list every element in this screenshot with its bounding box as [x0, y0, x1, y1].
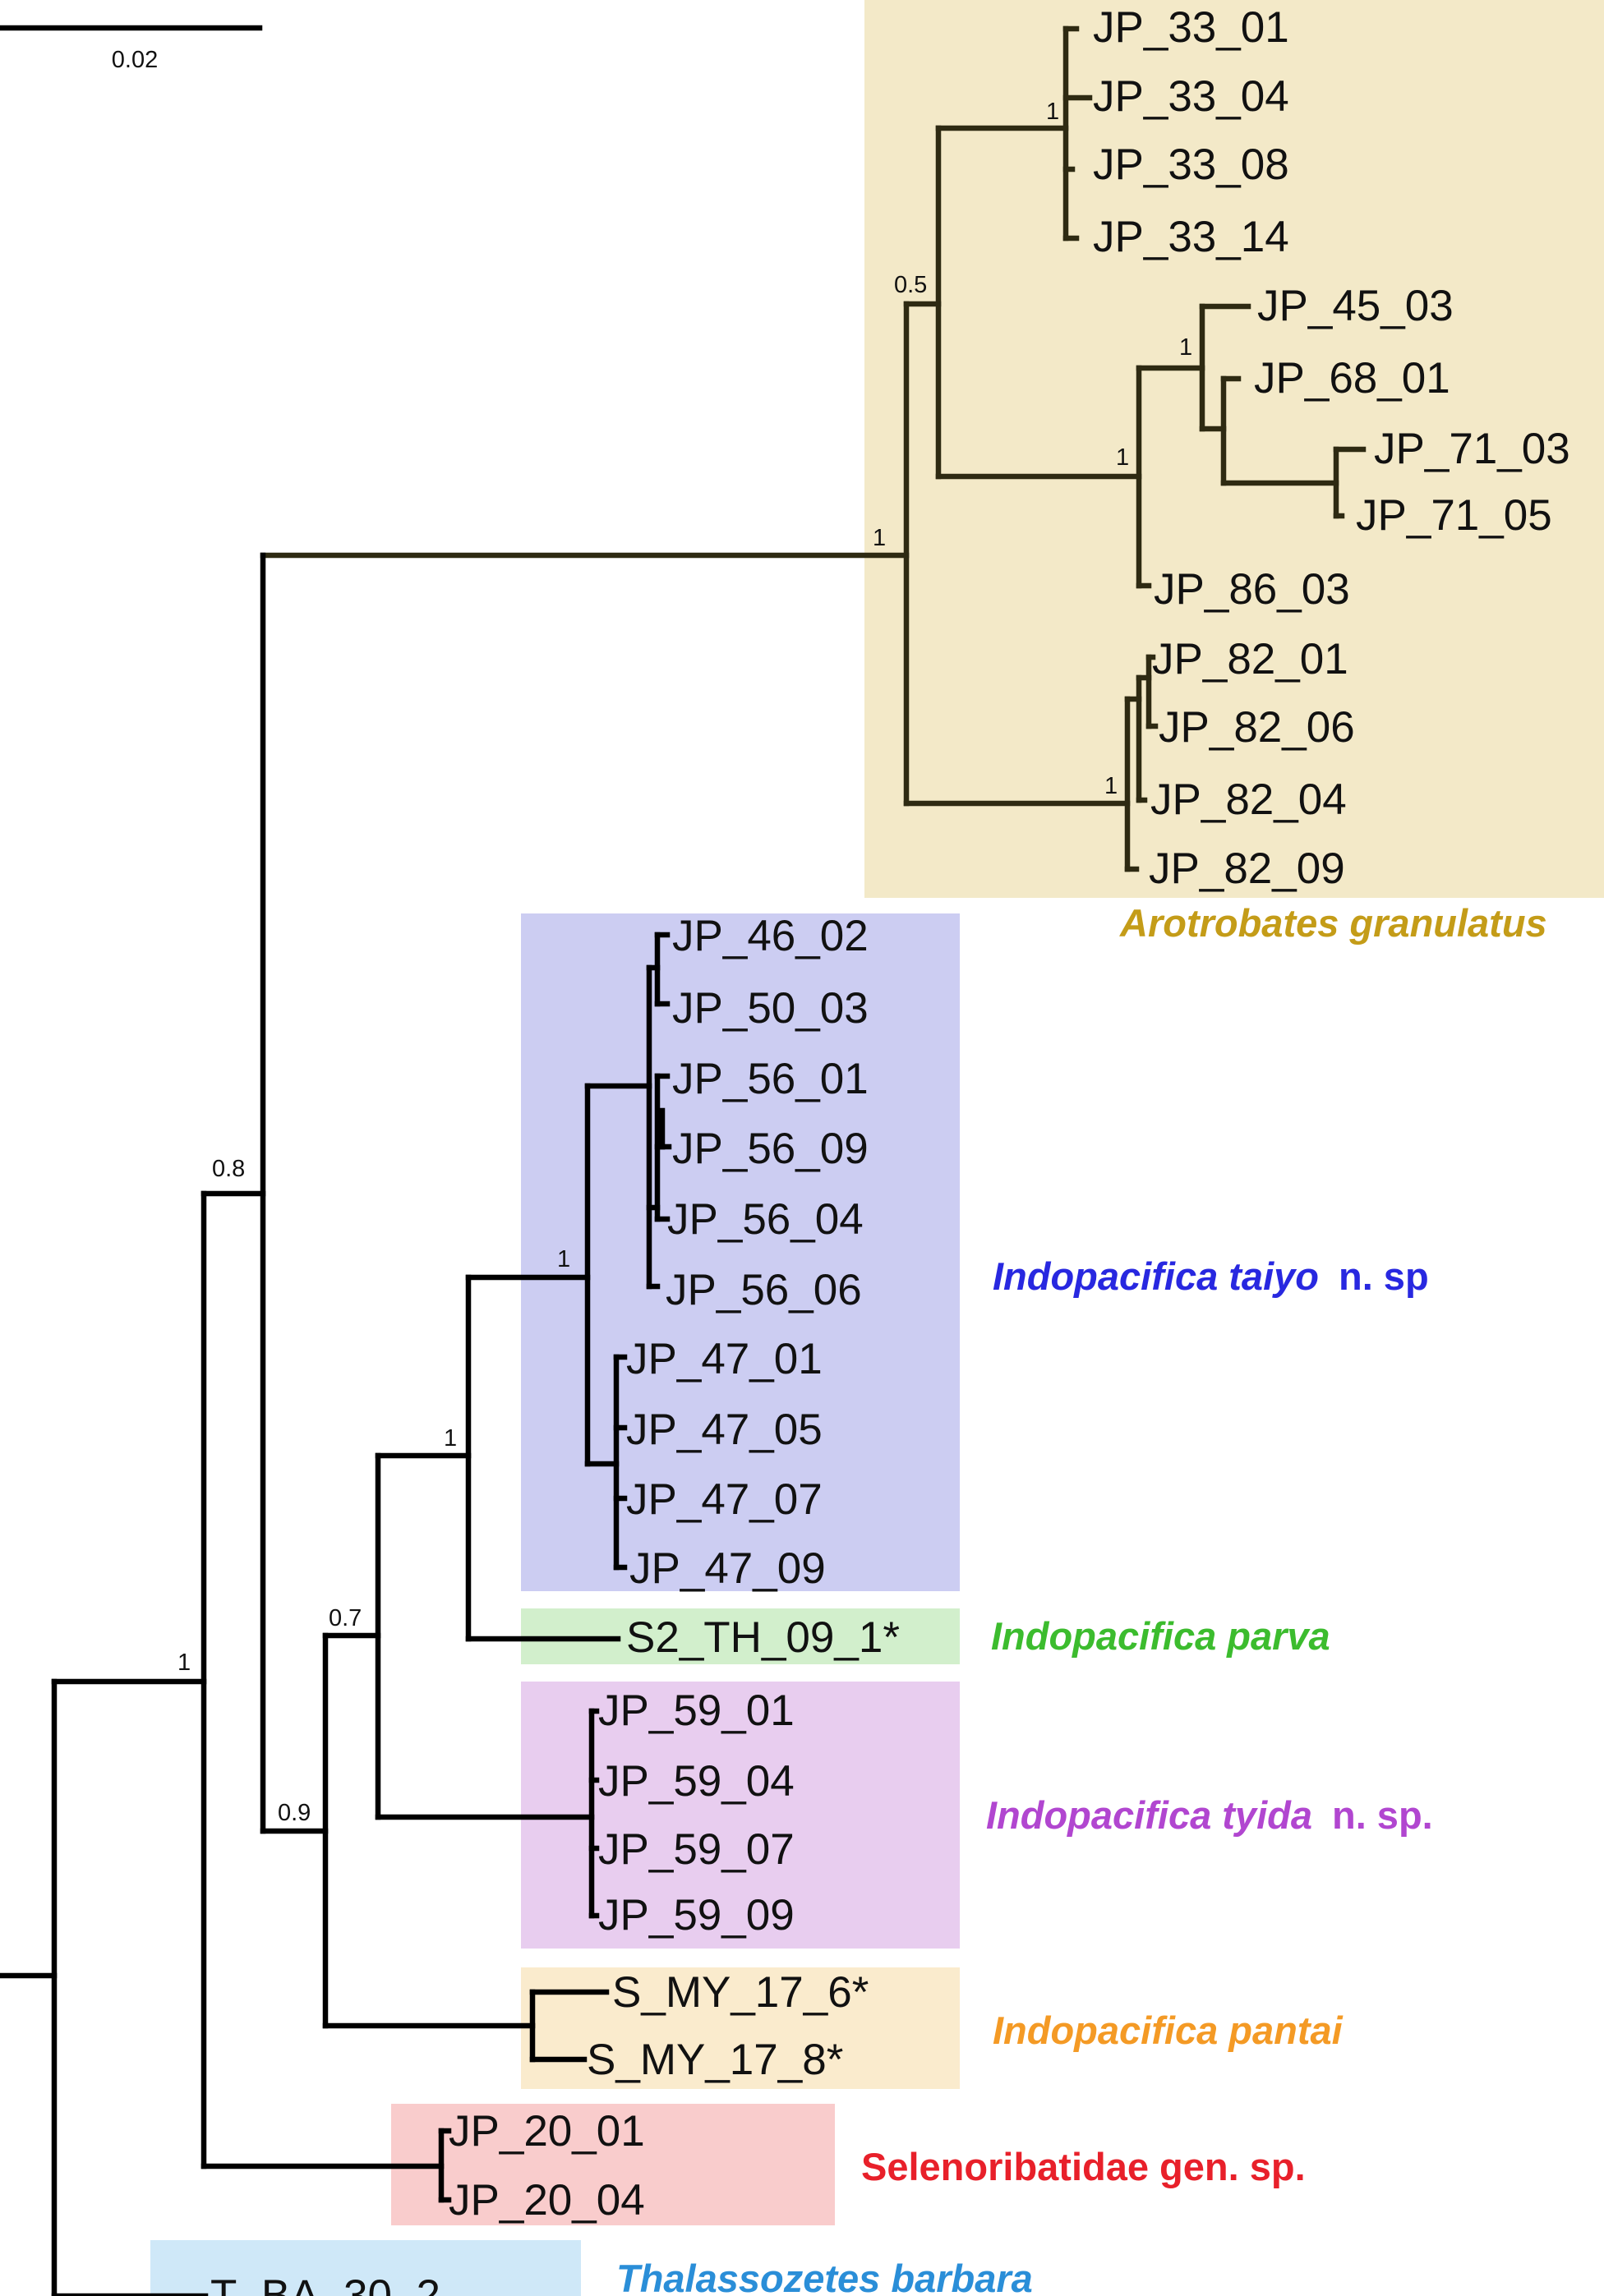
scale-bar-label: 0.02: [112, 47, 158, 73]
tip-labels: JP_33_01 JP_33_04 JP_33_08 JP_33_14 JP_4…: [210, 3, 1570, 2296]
support-jp33: 1: [1046, 99, 1059, 125]
tip-JP_20_01: JP_20_01: [449, 2107, 645, 2156]
tip-JP_47_07: JP_47_07: [626, 1475, 823, 1524]
tip-JP_86_03: JP_86_03: [1154, 565, 1350, 614]
tip-JP_50_03: JP_50_03: [672, 984, 869, 1033]
tip-JP_56_06: JP_56_06: [666, 1266, 862, 1314]
branches-indopacifica: [0, 552, 672, 2296]
scale-bar: 0.02: [0, 25, 263, 73]
support-jp45-86: 1: [1116, 444, 1129, 471]
clade-box-pantai: [521, 1967, 960, 2089]
tip-S_MY_17_6: S_MY_17_6*: [612, 1968, 869, 2017]
tip-JP_33_08: JP_33_08: [1093, 140, 1289, 189]
clade-label-arotrobates: Arotrobates granulatus: [1119, 901, 1547, 945]
clade-labels: Arotrobates granulatus Indopacifica taiy…: [616, 901, 1547, 2296]
support-jp45-68-71: 1: [1179, 334, 1192, 361]
support-arotrobates-root: 1: [873, 525, 886, 551]
clade-box-thalassozetes: [150, 2240, 581, 2296]
tip-JP_46_02: JP_46_02: [672, 912, 869, 960]
tip-JP_33_04: JP_33_04: [1093, 72, 1289, 121]
support-main: 0.8: [212, 1156, 245, 1182]
clade-label-selenoribatidae: Selenoribatidae gen. sp.: [861, 2145, 1306, 2188]
support-values: 1 0.5 1 1 1 1 1 1 0.7 0.9 0.8 1: [177, 99, 1192, 1826]
support-arotrobates-upper: 0.5: [894, 272, 927, 298]
tip-JP_68_01: JP_68_01: [1254, 354, 1450, 403]
clade-box-arotrobates: [864, 0, 1604, 898]
tip-JP_33_14: JP_33_14: [1093, 213, 1289, 261]
tip-JP_33_01: JP_33_01: [1093, 3, 1289, 52]
support-jp82: 1: [1104, 773, 1118, 799]
tip-JP_20_04: JP_20_04: [449, 2176, 645, 2225]
tip-JP_47_05: JP_47_05: [626, 1406, 823, 1454]
tip-JP_71_05: JP_71_05: [1356, 491, 1552, 540]
clade-label-parva: Indopacifica parva: [991, 1614, 1330, 1658]
tip-JP_56_04: JP_56_04: [667, 1195, 864, 1244]
tip-JP_59_01: JP_59_01: [598, 1686, 795, 1735]
tip-JP_47_09: JP_47_09: [629, 1544, 826, 1593]
tip-JP_56_09: JP_56_09: [672, 1125, 869, 1173]
clade-box-taiyo: [521, 913, 960, 1591]
tip-JP_59_09: JP_59_09: [598, 1891, 795, 1939]
tip-T_BA_30_2: T_BA_30_2: [210, 2271, 440, 2296]
support-taiyo-tyida: 0.7: [329, 1605, 362, 1631]
tip-JP_47_01: JP_47_01: [626, 1335, 823, 1383]
tip-JP_82_01: JP_82_01: [1152, 635, 1348, 683]
tip-JP_45_03: JP_45_03: [1257, 282, 1454, 330]
support-ingroup: 1: [177, 1650, 191, 1676]
branches-arotrobates: [260, 25, 1367, 872]
clade-label-pantai: Indopacifica pantai: [993, 2008, 1344, 2052]
tip-JP_59_04: JP_59_04: [598, 1757, 795, 1806]
clade-label-thalassozetes: Thalassozetes barbara: [616, 2257, 1033, 2296]
tip-JP_59_07: JP_59_07: [598, 1825, 795, 1874]
support-taiyo-parva: 1: [444, 1425, 457, 1452]
tip-S_MY_17_8: S_MY_17_8*: [587, 2036, 843, 2084]
tip-S2_TH_09_1: S2_TH_09_1*: [626, 1613, 900, 1662]
tip-JP_71_03: JP_71_03: [1374, 425, 1570, 473]
tip-JP_82_04: JP_82_04: [1150, 775, 1347, 824]
clade-box-selenoribatidae: [391, 2104, 835, 2225]
support-indopacifica: 0.9: [278, 1800, 311, 1826]
tip-JP_82_06: JP_82_06: [1159, 703, 1355, 752]
tip-JP_56_01: JP_56_01: [672, 1055, 869, 1103]
tip-JP_82_09: JP_82_09: [1149, 844, 1345, 893]
support-taiyo: 1: [557, 1246, 570, 1272]
